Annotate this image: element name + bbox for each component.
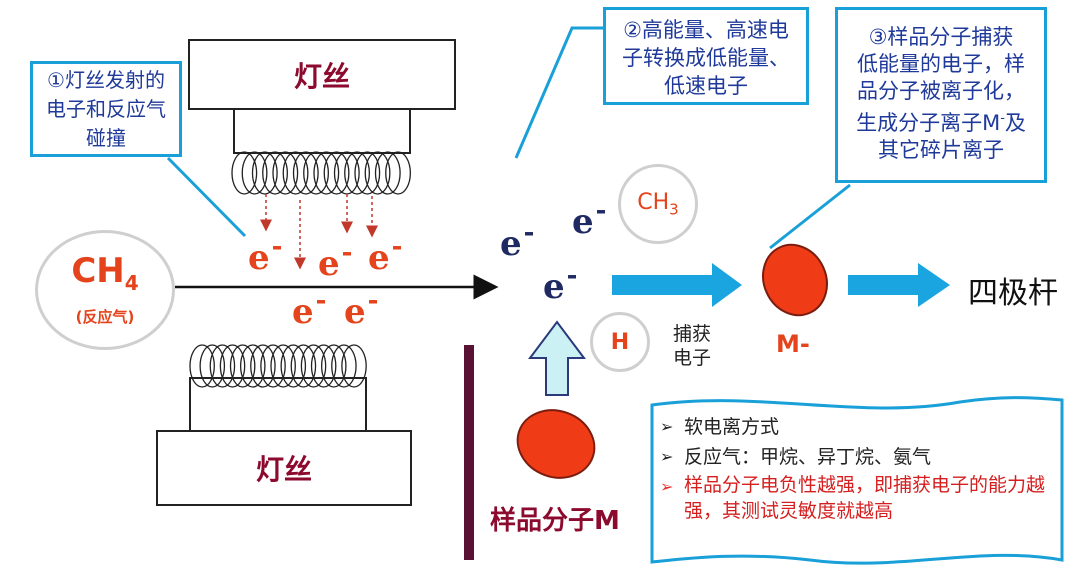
- coil-loop: [272, 151, 299, 195]
- coil-loop: [364, 151, 391, 195]
- coil-loop: [310, 344, 337, 388]
- coil-loop: [313, 151, 340, 195]
- electron: e-: [318, 238, 353, 284]
- ion-ellipse: [762, 243, 828, 317]
- h-circle: H: [590, 312, 650, 372]
- coil-loop: [189, 344, 215, 388]
- coil-loop: [331, 344, 357, 388]
- electron-to-ion-arrow: [612, 263, 742, 307]
- separator-bar: [464, 345, 474, 560]
- note-3-line: 其它碎片离子: [878, 138, 1004, 162]
- electron: e-: [248, 232, 283, 278]
- note-1-text: ①灯丝发射的电子和反应气碰撞: [46, 68, 166, 150]
- coil-loop: [323, 151, 350, 195]
- note-3-minus: -: [1000, 111, 1005, 126]
- ion-to-quadrupole-arrow: [848, 263, 950, 307]
- coil-loop: [239, 344, 266, 388]
- low-energy-electron: e-: [500, 218, 535, 264]
- coil-loop: [344, 151, 371, 195]
- capture-label: 捕获 电子: [673, 323, 712, 369]
- top-filament-wire: [233, 110, 411, 154]
- note1-callout-line: [166, 156, 247, 238]
- top-filament-coil: [231, 151, 412, 195]
- top-filament-box: 灯丝: [188, 39, 456, 110]
- ch3-circle: CH3: [618, 164, 698, 244]
- reagent-label: (反应气): [75, 308, 135, 327]
- reagent-formula: CH4: [71, 250, 139, 295]
- sample-molecule-label: 样品分子M: [490, 506, 620, 536]
- coil-loop: [219, 344, 246, 388]
- coil-loop: [290, 344, 317, 388]
- coil-loop: [374, 151, 401, 195]
- note3-callout-line: [769, 183, 851, 250]
- sample-up-arrow: [528, 320, 586, 396]
- top-filament-label: 灯丝: [293, 59, 350, 93]
- ion-label: M-: [776, 330, 810, 358]
- coil-loop: [300, 344, 327, 388]
- coil-loop: [262, 151, 289, 195]
- ch3-formula: CH3: [637, 189, 679, 219]
- coil-loop: [229, 344, 256, 388]
- note-3-line: 品分子被离子化，: [857, 79, 1025, 103]
- note-3-line: ③样品分子捕获: [868, 25, 1014, 49]
- info-item-highlight: ➢ 样品分子电负性越强，即捕获电子的能力越强，其测试灵敏度就越高: [660, 474, 1046, 522]
- note-1: ①灯丝发射的电子和反应气碰撞: [30, 61, 182, 157]
- bottom-filament-coil: [189, 344, 367, 388]
- electron: e-: [344, 286, 379, 332]
- bullet-arrow-icon: ➢: [660, 417, 674, 436]
- coil-loop: [354, 151, 381, 195]
- coil-loop: [209, 344, 236, 388]
- bottom-filament-wire: [189, 377, 367, 430]
- coil-loop: [250, 344, 276, 388]
- note-2-text: ②高能量、高速电子转换成低能量、低速电子: [622, 18, 790, 98]
- coil-loop: [320, 344, 347, 388]
- sample-molecule-ellipse: [516, 409, 596, 479]
- note-3-line: 低能量的电子，样: [857, 52, 1025, 76]
- coil-loop: [292, 151, 319, 195]
- quadrupole-label: 四极杆: [968, 276, 1058, 311]
- coil-loop: [251, 151, 278, 195]
- bullet-arrow-icon: ➢: [660, 447, 674, 466]
- coil-loop: [199, 344, 226, 388]
- coil-loop: [270, 344, 296, 388]
- coil-loop: [385, 151, 412, 195]
- note2-callout-line: [514, 26, 604, 159]
- bottom-filament-box: 灯丝: [156, 430, 412, 506]
- low-energy-electron: e-: [572, 196, 607, 242]
- h-label: H: [610, 329, 630, 355]
- bullet-arrow-icon: ➢: [660, 477, 674, 496]
- coil-loop: [280, 344, 307, 388]
- coil-loop: [303, 151, 330, 195]
- info-list: ➢ 软电离方式 ➢ 反应气：甲烷、异丁烷、氨气 ➢ 样品分子电负性越强，即捕获电…: [660, 412, 1060, 524]
- coil-loop: [241, 151, 268, 195]
- coil-loop: [282, 151, 309, 195]
- coil-loop: [260, 344, 286, 388]
- electron: e-: [292, 286, 327, 332]
- info-item: ➢ 软电离方式: [660, 412, 1060, 442]
- note-3-line-4: 生成分子离子M-及: [856, 111, 1026, 135]
- note-2: ②高能量、高速电子转换成低能量、低速电子: [603, 7, 809, 105]
- low-energy-electron: e-: [543, 261, 578, 307]
- info-item: ➢ 反应气：甲烷、异丁烷、氨气: [660, 442, 1060, 472]
- coil-loop: [231, 151, 258, 195]
- reagent-circle: CH4 (反应气): [35, 230, 175, 350]
- coil-loop: [341, 344, 367, 388]
- note-3: ③样品分子捕获 低能量的电子，样 品分子被离子化， 生成分子离子M-及 其它碎片…: [835, 7, 1047, 183]
- bottom-filament-label: 灯丝: [255, 453, 312, 486]
- electron: e-: [368, 232, 403, 278]
- info-box-shape: [650, 396, 1064, 565]
